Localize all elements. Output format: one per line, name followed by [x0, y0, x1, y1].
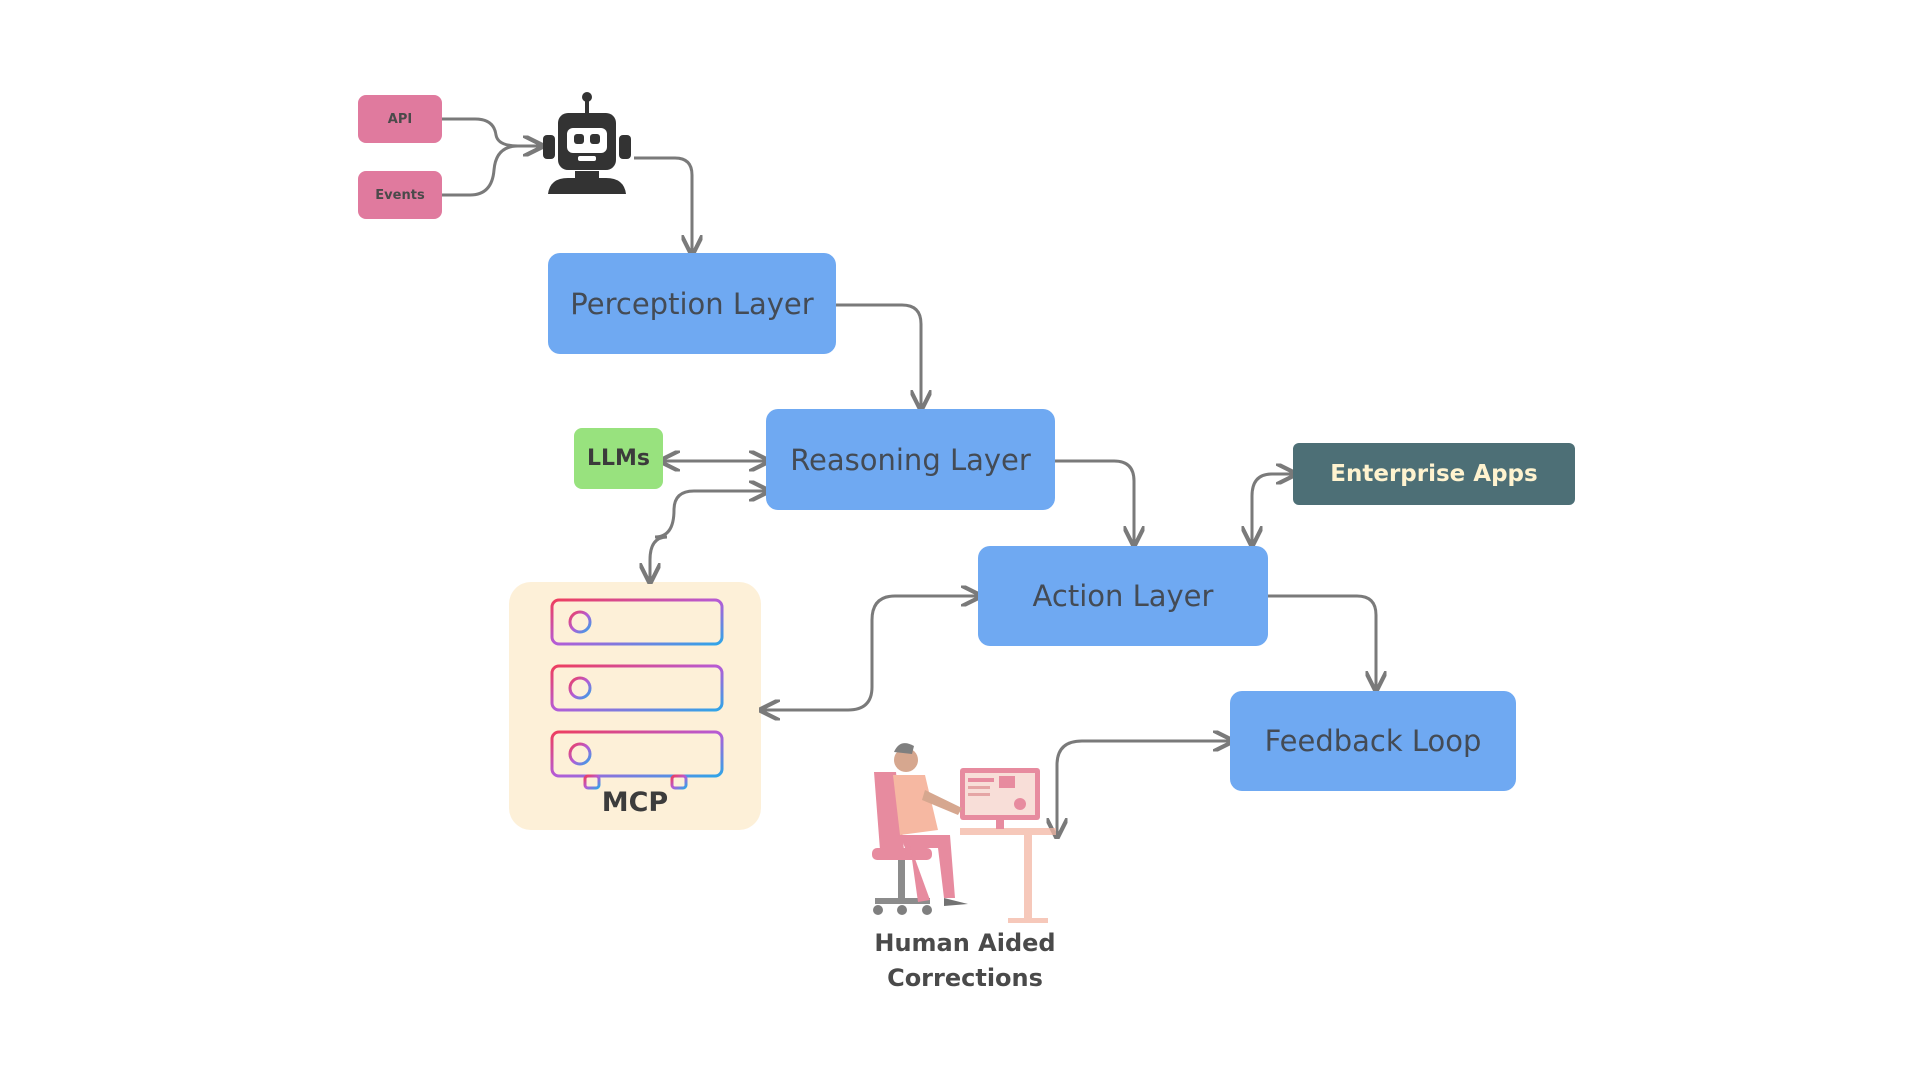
human-label-line1: Human Aided — [874, 929, 1056, 957]
feedback-loop-node: Feedback Loop — [1230, 691, 1516, 791]
connector-human-feedback — [1057, 741, 1230, 835]
connector-api-robot — [442, 117, 540, 146]
human-label-line2: Corrections — [887, 964, 1043, 992]
connector-events-robot — [442, 146, 540, 197]
api-source: API — [358, 95, 442, 143]
person-at-desk-illustration — [872, 743, 1056, 923]
perception-layer-node: Perception Layer — [548, 253, 836, 354]
server-stack-icon — [550, 598, 724, 790]
reasoning-layer-label: Reasoning Layer — [790, 442, 1031, 477]
reasoning-layer-node: Reasoning Layer — [766, 409, 1055, 510]
perception-layer-label: Perception Layer — [570, 286, 814, 321]
connector-reasoning-mcp — [650, 491, 766, 580]
events-label: Events — [375, 187, 425, 203]
connector-robot-perception — [634, 156, 692, 252]
api-label: API — [387, 111, 413, 127]
connectors — [442, 117, 1376, 835]
action-layer-node: Action Layer — [978, 546, 1268, 646]
llms-node: LLMs — [574, 428, 663, 489]
events-source: Events — [358, 171, 442, 219]
connector-perception-reasoning — [836, 303, 921, 407]
enterprise-apps-label: Enterprise Apps — [1330, 461, 1538, 487]
feedback-loop-label: Feedback Loop — [1264, 724, 1482, 758]
connector-action-enterprise — [1252, 474, 1293, 543]
connector-action-mcp — [763, 596, 978, 710]
action-layer-label: Action Layer — [1032, 579, 1214, 613]
human-aided-corrections-label: Human Aided Corrections — [840, 926, 1090, 996]
llms-label: LLMs — [586, 446, 651, 471]
connector-reasoning-action — [1055, 459, 1134, 543]
enterprise-apps-node: Enterprise Apps — [1293, 443, 1575, 505]
connector-action-feedback — [1268, 594, 1376, 688]
robot-icon — [543, 92, 631, 194]
mcp-label: MCP — [601, 786, 669, 818]
